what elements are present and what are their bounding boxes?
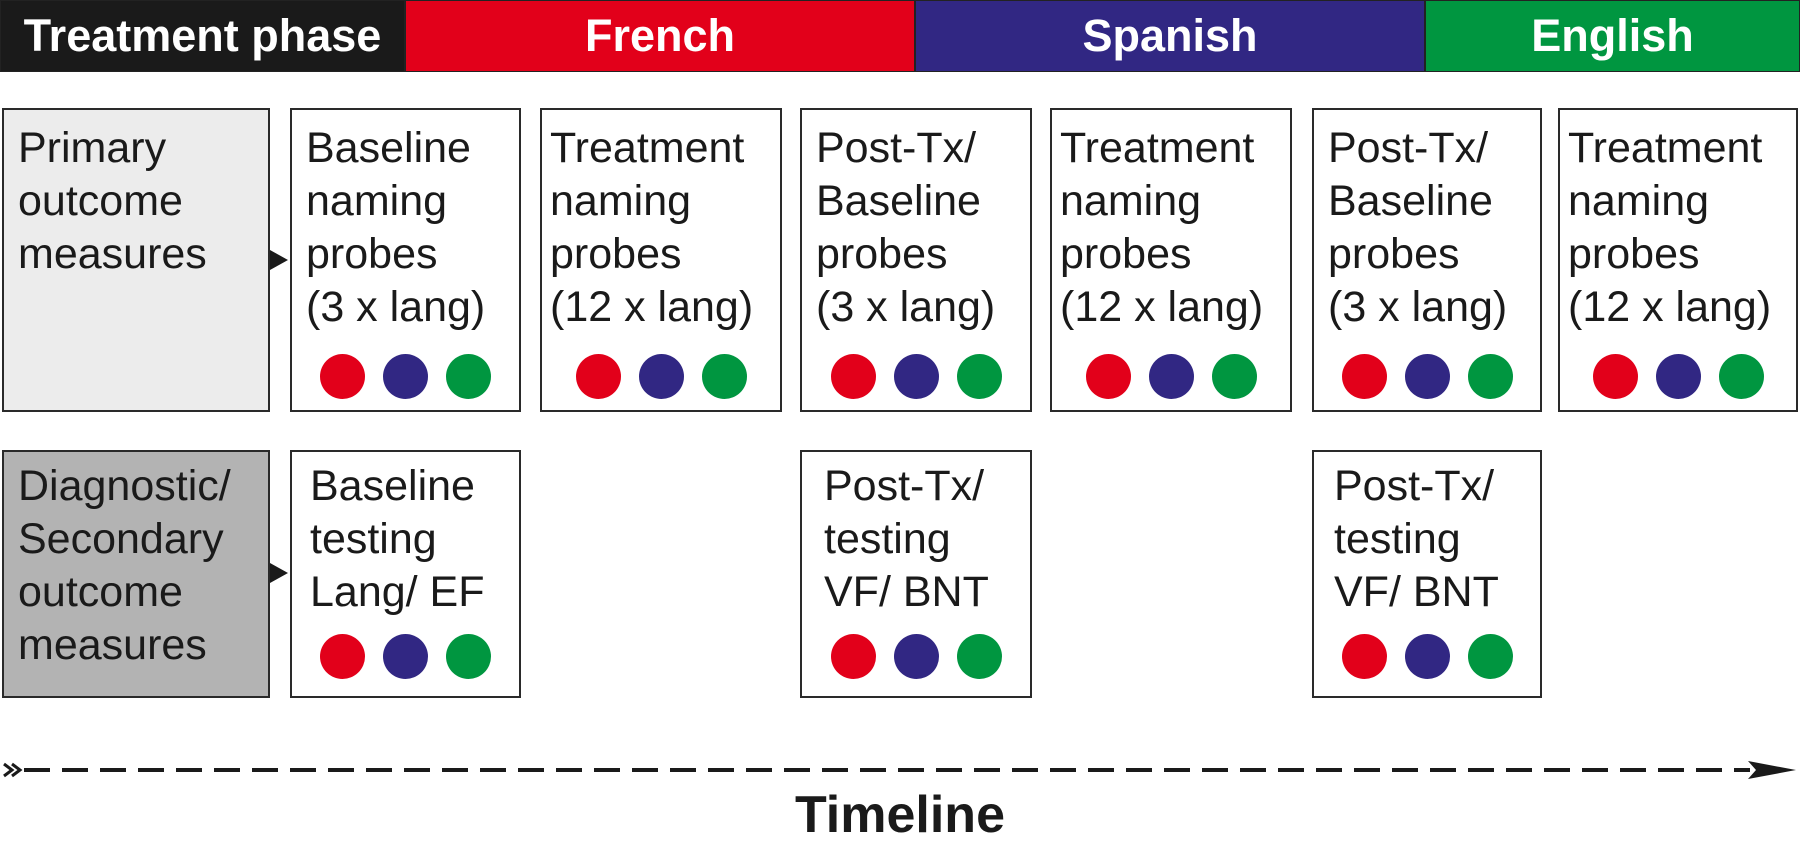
dot-french — [575, 354, 621, 399]
secondary-label-text: Diagnostic/ Secondary outcome measures — [18, 462, 231, 669]
phase-spanish-text: Spanish — [1082, 10, 1258, 61]
dot-french — [1341, 354, 1387, 399]
dot-spanish — [1404, 634, 1450, 679]
secondary-box-1-text: Baseline testing Lang/ EF — [310, 462, 485, 616]
dot-french — [1592, 354, 1638, 399]
timeline-label: Timeline — [794, 786, 1005, 844]
primary-box-1-text: Baseline naming probes (3 x lang) — [306, 124, 486, 331]
phase-english: English — [1425, 0, 1800, 72]
dot-french — [1085, 354, 1131, 399]
language-dots — [802, 354, 1030, 399]
primary-box-6-text: Treatment naming probes (12 x lang) — [1568, 124, 1772, 331]
dot-french — [1341, 634, 1387, 679]
secondary-box-3: Post-Tx/ testing VF/ BNT — [1312, 450, 1542, 698]
dot-spanish — [383, 354, 428, 399]
dot-spanish — [893, 634, 939, 679]
primary-box-5-text: Post-Tx/ Baseline probes (3 x lang) — [1328, 124, 1508, 331]
primary-box-1: Baseline naming probes (3 x lang) — [290, 108, 521, 412]
language-dots — [542, 354, 780, 399]
dot-french — [320, 634, 365, 679]
language-dots — [292, 634, 519, 679]
dot-french — [830, 634, 876, 679]
phase-label-text: Treatment phase — [23, 10, 382, 61]
primary-box-5: Post-Tx/ Baseline probes (3 x lang) — [1312, 108, 1542, 412]
primary-box-2-text: Treatment naming probes (12 x lang) — [550, 124, 754, 331]
dot-english — [1718, 354, 1764, 399]
dot-english — [956, 354, 1002, 399]
timeline-arrow — [3, 761, 1796, 779]
dot-english — [1467, 634, 1513, 679]
dot-spanish — [638, 354, 684, 399]
primary-label-box: Primary outcome measures — [2, 108, 270, 412]
primary-box-6: Treatment naming probes (12 x lang) — [1558, 108, 1798, 412]
language-dots — [1052, 354, 1290, 399]
primary-box-3: Post-Tx/ Baseline probes (3 x lang) — [800, 108, 1032, 412]
primary-box-4-text: Treatment naming probes (12 x lang) — [1060, 124, 1264, 331]
timeline-end-icon — [1748, 761, 1796, 779]
phase-english-text: English — [1531, 10, 1694, 61]
secondary-label-box: Diagnostic/ Secondary outcome measures — [2, 450, 270, 698]
dot-spanish — [1404, 354, 1450, 399]
language-dots — [1560, 354, 1796, 399]
dot-spanish — [893, 354, 939, 399]
primary-box-2: Treatment naming probes (12 x lang) — [540, 108, 782, 412]
secondary-box-2: Post-Tx/ testing VF/ BNT — [800, 450, 1032, 698]
primary-box-4: Treatment naming probes (12 x lang) — [1050, 108, 1292, 412]
dot-spanish — [1148, 354, 1194, 399]
dot-french — [320, 354, 365, 399]
dot-english — [1467, 354, 1513, 399]
language-dots — [292, 354, 519, 399]
dot-english — [1211, 354, 1257, 399]
secondary-box-2-text: Post-Tx/ testing VF/ BNT — [824, 462, 989, 616]
secondary-arrow-icon — [270, 563, 288, 583]
primary-arrow-icon — [270, 250, 288, 270]
secondary-box-3-text: Post-Tx/ testing VF/ BNT — [1334, 462, 1499, 616]
timeline-start-icon — [3, 762, 23, 778]
dot-english — [446, 634, 491, 679]
language-dots — [802, 634, 1030, 679]
dot-english — [956, 634, 1002, 679]
primary-box-3-text: Post-Tx/ Baseline probes (3 x lang) — [816, 124, 996, 331]
secondary-box-1: Baseline testing Lang/ EF — [290, 450, 521, 698]
dot-spanish — [1655, 354, 1701, 399]
phase-french: French — [405, 0, 915, 72]
phase-spanish: Spanish — [915, 0, 1425, 72]
dot-english — [446, 354, 491, 399]
language-dots — [1314, 634, 1540, 679]
dot-french — [830, 354, 876, 399]
phase-label: Treatment phase — [0, 0, 405, 72]
dot-spanish — [383, 634, 428, 679]
primary-label-text: Primary outcome measures — [18, 124, 207, 278]
language-dots — [1314, 354, 1540, 399]
dot-english — [701, 354, 747, 399]
phase-french-text: French — [584, 10, 736, 61]
